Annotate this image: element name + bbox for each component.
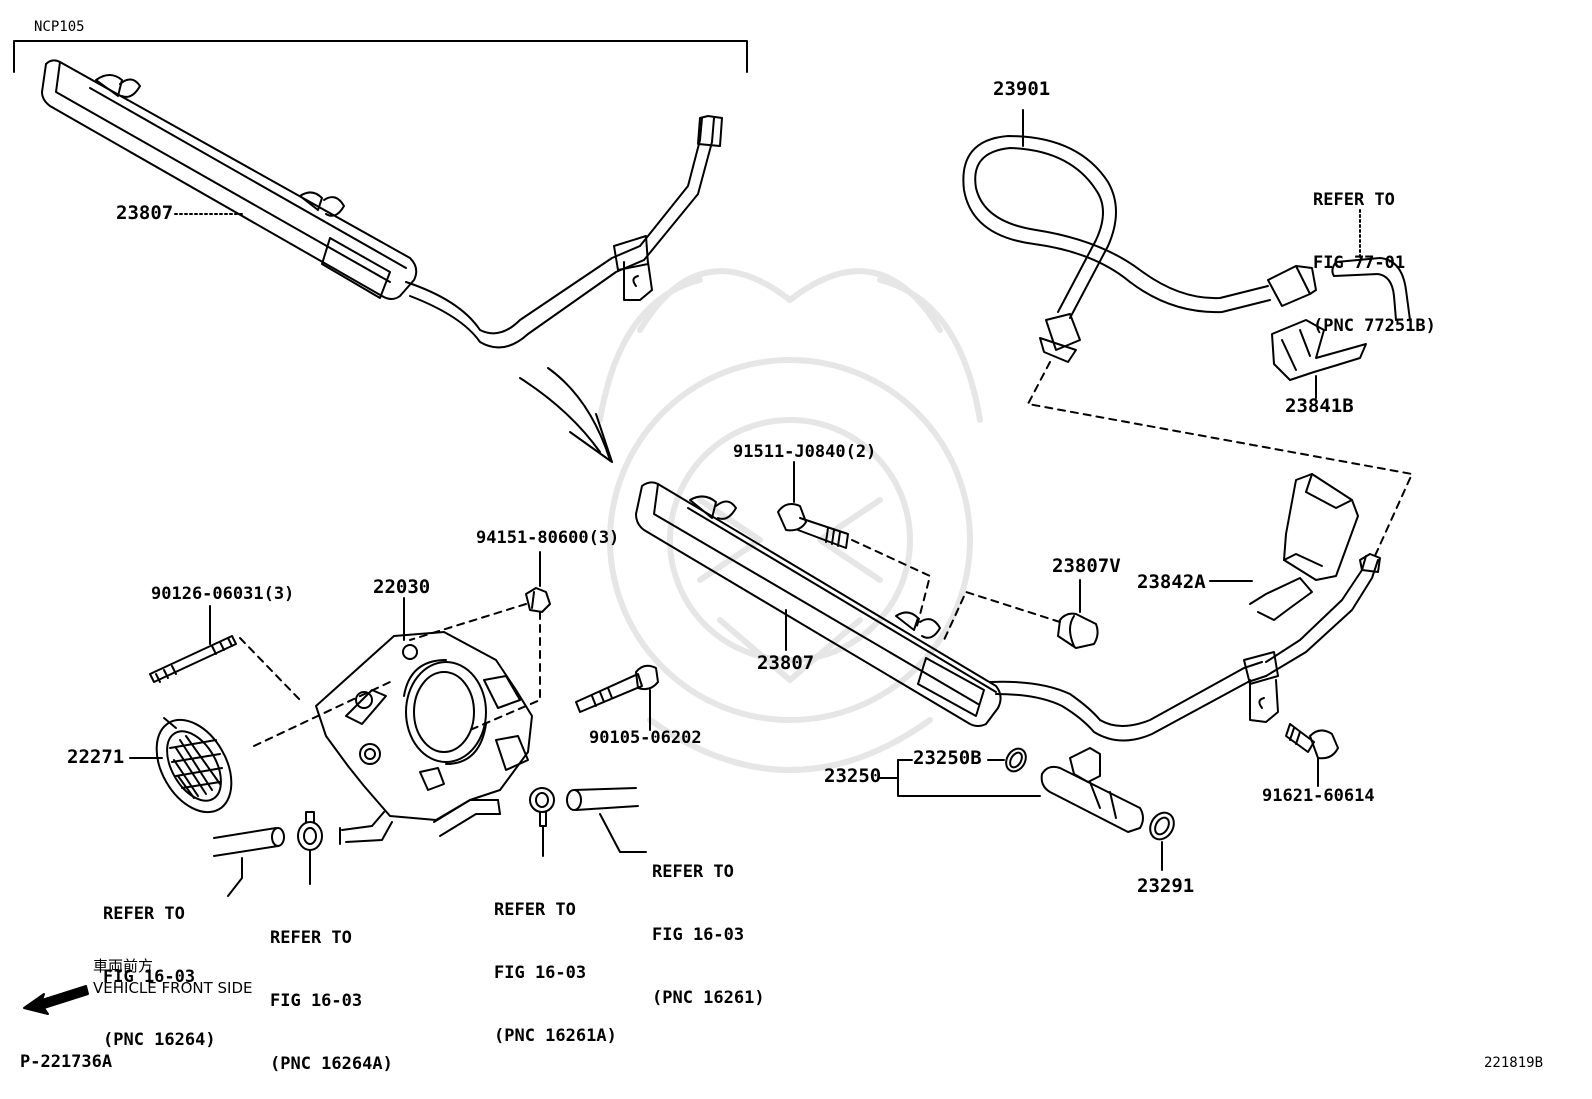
- stud-90126-icon: [149, 635, 237, 683]
- injector-icon: [1040, 747, 1144, 833]
- dashed-hose-link: [1027, 361, 1413, 559]
- refer-line-2: FIG 16-03: [494, 963, 587, 983]
- injector-leaders: [879, 759, 1163, 871]
- figure-code: 221819B: [1484, 1055, 1544, 1071]
- part-94151[interactable]: 94151-80600(3): [476, 528, 620, 548]
- refer-pnc-16264[interactable]: REFER TO FIG 16-03 (PNC 16264): [103, 862, 216, 1093]
- refer-line-3: (PNC 16261A): [494, 1026, 617, 1046]
- nut-94151-icon: [525, 587, 551, 613]
- refer-pnc-16261[interactable]: REFER TO FIG 16-03 (PNC 16261): [652, 820, 765, 1051]
- ncp105-bracket: [13, 40, 748, 73]
- spacer-23807v-icon: [1057, 612, 1099, 649]
- gasket-icon: [155, 717, 233, 814]
- refer-line-1: REFER TO: [652, 862, 734, 882]
- fuel-hose-icon: [962, 135, 1411, 363]
- refer-line-3: (PNC 16261): [652, 988, 765, 1008]
- part-91511[interactable]: 91511-J0840(2): [733, 442, 877, 462]
- part-23901[interactable]: 23901: [993, 78, 1051, 100]
- dashed-stud-link: [239, 637, 391, 747]
- refer-line-1: REFER TO: [103, 904, 185, 924]
- bolt-91511-icon: [777, 503, 849, 549]
- part-23291[interactable]: 23291: [1137, 875, 1195, 897]
- bypass-hose-icon: [213, 827, 285, 897]
- refer-line-3: (PNC 16264): [103, 1030, 216, 1050]
- part-22030[interactable]: 22030: [373, 576, 431, 598]
- fuel-rail-upper-icon: [41, 59, 723, 349]
- refer-line-2: FIG 16-03: [270, 991, 363, 1011]
- part-90105[interactable]: 90105-06202: [589, 728, 702, 748]
- direction-label-jp: 車両前方: [93, 957, 154, 975]
- direction-label-en: VEHICLE FRONT SIDE: [93, 979, 253, 997]
- part-23807-upper[interactable]: 23807: [116, 202, 174, 224]
- part-22271[interactable]: 22271: [67, 746, 125, 768]
- part-23842a[interactable]: 23842A: [1137, 571, 1206, 593]
- refer-line-3: (PNC 16264A): [270, 1054, 393, 1074]
- part-91621[interactable]: 91621-60614: [1262, 786, 1375, 806]
- refer-line-2: FIG 16-03: [103, 967, 196, 987]
- part-23250b[interactable]: 23250B: [913, 747, 982, 769]
- refer-line-3: (PNC 77251B): [1313, 316, 1436, 336]
- refer-line-1: REFER TO: [1313, 190, 1395, 210]
- o-ring-icon: [1005, 747, 1027, 773]
- refer-line-1: REFER TO: [494, 900, 576, 920]
- refer-line-2: FIG 77-01: [1313, 253, 1406, 273]
- dashed-nut-link: [409, 603, 541, 731]
- dashed-bolt-link: [851, 539, 931, 631]
- throttle-body-icon: [315, 631, 533, 845]
- part-23250[interactable]: 23250: [824, 765, 882, 787]
- refer-line-1: REFER TO: [270, 928, 352, 948]
- hose-clamp-icon: [297, 811, 323, 851]
- arrow-left-icon: [23, 985, 89, 1015]
- bolt-90105-icon: [575, 664, 659, 713]
- refer-fig-77-01[interactable]: REFER TO FIG 77-01 (PNC 77251B): [1313, 148, 1436, 379]
- part-90126[interactable]: 90126-06031(3): [151, 584, 295, 604]
- refer-line-2: FIG 16-03: [652, 925, 745, 945]
- fuel-rail-lower-icon: [635, 481, 1381, 742]
- refer-pnc-16261a[interactable]: REFER TO FIG 16-03 (PNC 16261A): [494, 858, 617, 1089]
- refer-pnc-16264a[interactable]: REFER TO FIG 16-03 (PNC 16264A): [270, 886, 393, 1099]
- model-label: NCP105: [34, 19, 85, 35]
- illustration-code: P-221736A: [20, 1052, 113, 1072]
- part-23841b[interactable]: 23841B: [1285, 395, 1354, 417]
- insulator-icon: [1149, 811, 1175, 841]
- water-hose-icon: [566, 787, 647, 853]
- curved-arrow-icon: [519, 367, 613, 463]
- bolt-91621-icon: [1285, 723, 1339, 760]
- clip-23841b-icon: [1271, 319, 1367, 381]
- hose-clamp-2-icon: [529, 787, 555, 827]
- clip-23842a-icon: [1249, 473, 1359, 621]
- part-23807v[interactable]: 23807V: [1052, 555, 1121, 577]
- part-23807-lower[interactable]: 23807: [757, 652, 815, 674]
- watermark-emblem: [597, 268, 983, 773]
- dashed-spacer-link: [943, 591, 1061, 641]
